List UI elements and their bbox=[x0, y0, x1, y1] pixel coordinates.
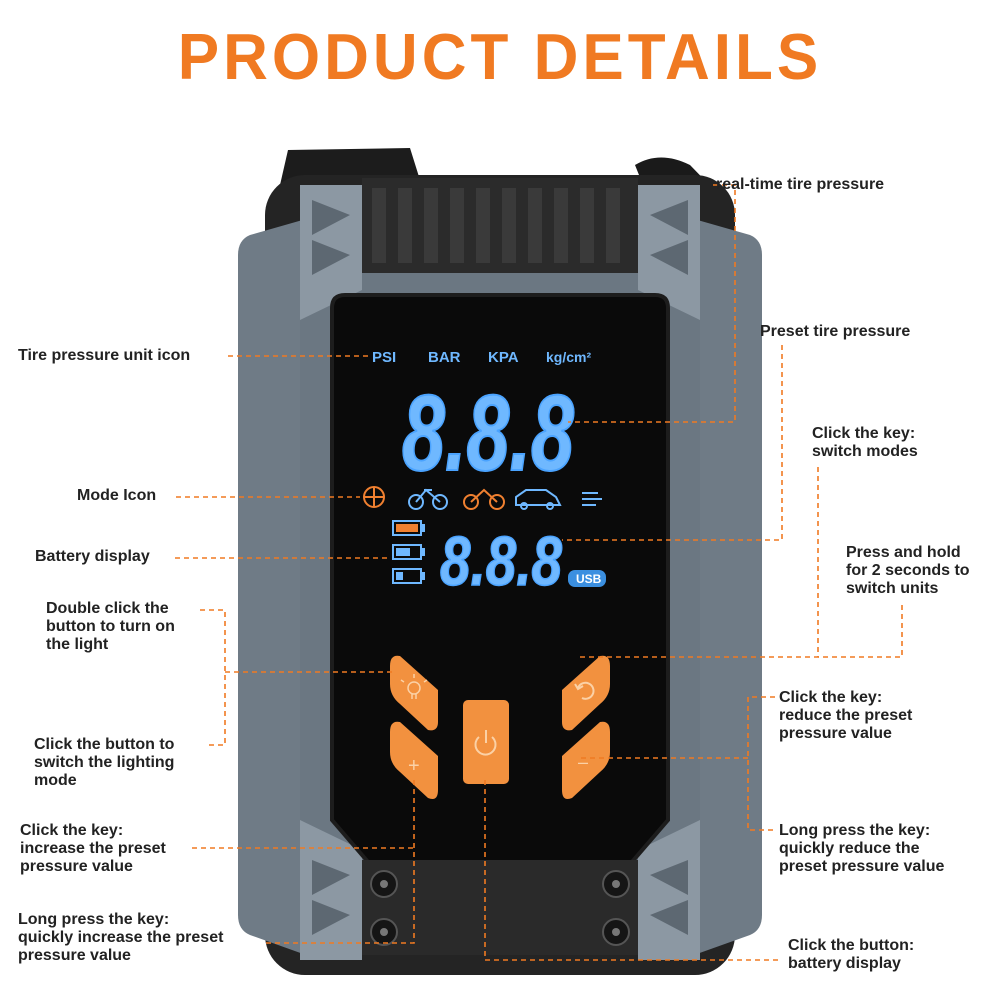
leader-switch-units bbox=[818, 605, 903, 658]
label-reduce: Click the key: reduce the preset pressur… bbox=[779, 689, 913, 742]
label-mode-icon: Mode Icon bbox=[77, 487, 157, 504]
leader-reduce bbox=[747, 696, 775, 831]
preset-pressure-digits: 8.8.8 bbox=[440, 522, 562, 600]
unit-kgcm2: kg/cm² bbox=[546, 349, 591, 365]
plus-icon: + bbox=[408, 755, 420, 777]
label-increase: Click the key: increase the preset press… bbox=[20, 822, 166, 875]
label-switch-modes: Click the key: switch modes bbox=[812, 425, 918, 460]
label-double-click: Double click the button to turn on the l… bbox=[46, 600, 175, 653]
bulb-icon bbox=[400, 674, 428, 699]
minus-icon: – bbox=[578, 752, 588, 772]
leader-power bbox=[484, 780, 780, 961]
power-button[interactable] bbox=[463, 700, 509, 784]
label-realtime-pressure: real-time tire pressure bbox=[716, 176, 885, 193]
leader-realtime bbox=[568, 184, 736, 423]
unit-bar: BAR bbox=[428, 349, 461, 366]
power-icon bbox=[474, 730, 497, 756]
motorcycle-icon bbox=[463, 488, 505, 510]
leader-plus bbox=[266, 780, 415, 944]
battery-icons bbox=[392, 520, 425, 584]
light-button[interactable] bbox=[390, 655, 438, 731]
label-switch-units: Press and hold for 2 seconds to switch u… bbox=[846, 544, 970, 597]
right-panel bbox=[680, 215, 762, 960]
minus-button[interactable]: – bbox=[562, 721, 610, 799]
plus-button[interactable]: + bbox=[390, 721, 438, 799]
unit-kpa: KPA bbox=[488, 349, 519, 366]
refresh-icon bbox=[574, 681, 595, 700]
page-title: PRODUCT DETAILS bbox=[177, 21, 823, 94]
air-icon bbox=[582, 492, 602, 506]
leader-double-click bbox=[200, 609, 226, 746]
usb-badge bbox=[568, 570, 606, 587]
ball-icon bbox=[363, 486, 385, 508]
unit-psi: PSI bbox=[372, 349, 396, 366]
label-long-increase: Long press the key: quickly increase the… bbox=[18, 911, 224, 964]
realtime-pressure-digits: 8.8.8 bbox=[402, 372, 574, 493]
car-icon bbox=[515, 489, 562, 510]
label-unit-icon: Tire pressure unit icon bbox=[18, 347, 191, 364]
label-battery-display: Battery display bbox=[35, 548, 150, 565]
label-preset-pressure: Preset tire pressure bbox=[760, 323, 911, 340]
label-lighting-mode: Click the button to switch the lighting … bbox=[34, 736, 175, 789]
usb-badge-label: USB bbox=[576, 572, 602, 586]
label-battery-button: Click the button: battery display bbox=[788, 937, 915, 972]
mode-switch-button[interactable] bbox=[562, 655, 610, 731]
left-panel bbox=[238, 215, 320, 960]
label-long-reduce: Long press the key: quickly reduce the p… bbox=[779, 822, 945, 875]
leader-preset bbox=[562, 345, 783, 541]
bicycle-icon bbox=[408, 488, 448, 510]
